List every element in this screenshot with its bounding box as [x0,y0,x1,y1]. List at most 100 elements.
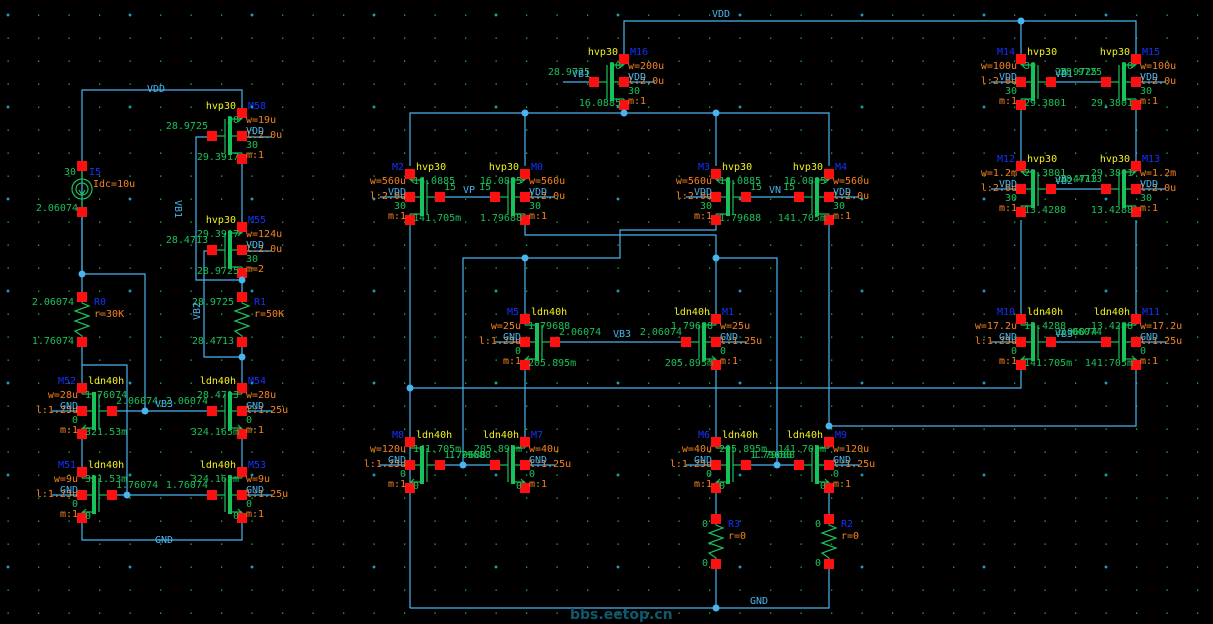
pin[interactable] [550,337,560,347]
pin[interactable] [237,222,247,232]
pin[interactable] [1016,207,1026,217]
pin[interactable] [824,215,834,225]
wire-gnd-left[interactable] [81,518,243,541]
transistor-m0[interactable]: M0hvp30w=560ul:2.0uVDD30m:116.08851.7968… [479,162,565,225]
pin[interactable] [237,268,247,278]
pin[interactable] [207,245,217,255]
pin[interactable] [435,192,445,202]
pin[interactable] [237,383,247,393]
wire-m5-left[interactable] [462,257,525,465]
pin[interactable] [1101,337,1111,347]
pin[interactable] [405,169,415,179]
pin[interactable] [520,437,530,447]
wire-node-m51gate[interactable] [82,364,128,495]
pin[interactable] [619,77,629,87]
transistor-m4[interactable]: M4hvp30w=560ul:2.0uVDD30m:116.0885141.70… [778,162,869,225]
pin[interactable] [77,207,87,217]
pin[interactable] [824,559,834,569]
transistor-m54[interactable]: M54ldn40hw=28ul:1.25uGND0m:128.4713324.1… [166,376,288,439]
transistor-m13[interactable]: M13hvp30w=1.2ml:2.0uVDD30m:129.380113.42… [1060,154,1176,217]
pin[interactable] [619,100,629,110]
pin[interactable] [237,467,247,477]
transistor-m16[interactable]: M16hvp30w=200ul:2.0uVDD30m:13016.088528.… [548,47,664,110]
pin[interactable] [711,337,721,347]
pin[interactable] [237,154,247,164]
transistor-m53[interactable]: M53ldn40hw=9ul:1.25uGND0m:1324.165m01.76… [166,460,288,523]
pin[interactable] [520,192,530,202]
pin[interactable] [237,131,247,141]
pin[interactable] [107,490,117,500]
pin[interactable] [237,406,247,416]
transistor-m15[interactable]: M15hvp30w=100ul:2.0uVDD30m:13029.380128.… [1060,47,1176,110]
pin[interactable] [77,429,87,439]
pin[interactable] [824,483,834,493]
pin[interactable] [589,77,599,87]
pin[interactable] [520,360,530,370]
wire-tail[interactable] [409,112,830,166]
transistor-m9[interactable]: M9ldn40hw=120ul:1.25uGND0m:1141.705m01.7… [753,430,875,493]
pin[interactable] [824,169,834,179]
pin[interactable] [405,215,415,225]
pin[interactable] [520,483,530,493]
pin[interactable] [794,460,804,470]
pin[interactable] [237,513,247,523]
pin[interactable] [207,406,217,416]
wire-m2-out[interactable] [410,365,1022,389]
pin[interactable] [77,490,87,500]
pin[interactable] [711,192,721,202]
pin[interactable] [237,245,247,255]
pin[interactable] [1016,161,1026,171]
resistor-r2[interactable]: R2r=000 [815,514,859,569]
pin[interactable] [490,460,500,470]
pin[interactable] [77,292,87,302]
pin[interactable] [490,192,500,202]
transistor-m55[interactable]: M55hvp30w=124ul:2.0uVDD30m=229.391728.97… [166,215,282,278]
pin[interactable] [77,337,87,347]
pin[interactable] [824,514,834,524]
pin[interactable] [1016,184,1026,194]
pin[interactable] [237,429,247,439]
wire-r0-junction[interactable] [82,273,146,411]
pin[interactable] [1131,337,1141,347]
pin[interactable] [237,490,247,500]
pin[interactable] [1046,77,1056,87]
wire-gnd-right[interactable] [410,564,830,609]
pin[interactable] [520,314,530,324]
pin[interactable] [711,514,721,524]
pin[interactable] [77,383,87,393]
pin[interactable] [77,467,87,477]
pin[interactable] [1016,77,1026,87]
pin[interactable] [1131,77,1141,87]
pin[interactable] [711,460,721,470]
pin[interactable] [520,169,530,179]
wire-vb1-left[interactable] [195,136,242,281]
pin[interactable] [741,192,751,202]
pin[interactable] [520,337,530,347]
wire-m3-cross[interactable] [524,220,717,319]
pin[interactable] [824,192,834,202]
pin[interactable] [405,192,415,202]
pin[interactable] [1101,77,1111,87]
pin[interactable] [435,460,445,470]
pin[interactable] [77,513,87,523]
transistor-m7[interactable]: M7ldn40hw=40ul:1.25uGND0m:1205.895m01.79… [449,430,571,493]
pin[interactable] [77,406,87,416]
pin[interactable] [237,108,247,118]
pin[interactable] [1101,184,1111,194]
transistor-m58[interactable]: M58hvp30w=19ul:2.0uVDD30m:13029.391728.9… [166,101,282,164]
resistor-r3[interactable]: R3r=000 [702,514,746,569]
pin[interactable] [1016,337,1026,347]
wire-m4-out[interactable] [829,365,1137,427]
pin[interactable] [1131,184,1141,194]
pin[interactable] [207,131,217,141]
pin[interactable] [681,337,691,347]
pin[interactable] [711,483,721,493]
